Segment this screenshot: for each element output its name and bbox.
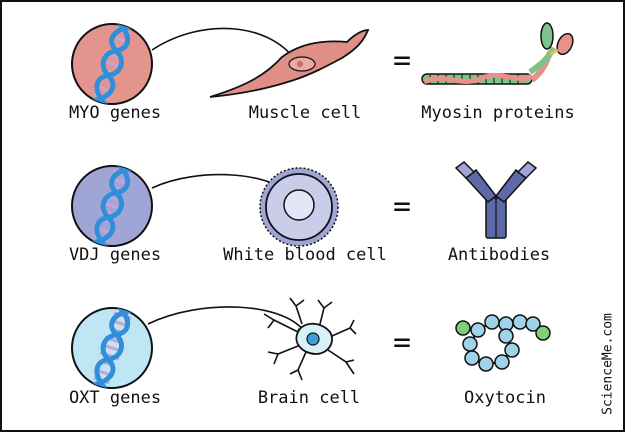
dna-helix-icon [86,308,138,388]
site-credit: ScienceMe.com [600,313,616,415]
gene-label-oxt: OXT genes [68,388,162,408]
white-blood-cell-icon [259,167,339,247]
product-label-myosin: Myosin proteins [421,103,575,123]
myosin-protein-icon [421,22,574,85]
equals-sign-myo: = [393,43,411,78]
gene-circle-vdj [71,165,153,247]
product-label-antibodies: Antibodies [447,245,551,265]
gene-to-cell-arrow-myo [151,27,299,65]
antibody-icon [454,161,538,239]
neuron-icon [263,297,357,381]
gene-circle-oxt [71,307,153,389]
product-label-oxytocin: Oxytocin [464,388,546,408]
dna-helix-icon [86,24,138,104]
muscle-cell-icon [209,29,370,98]
cell-label-brain: Brain cell [257,388,361,408]
oxytocin-molecule-icon [455,314,551,372]
gene-circle-myo [71,23,153,105]
cell-label-wbc: White blood cell [223,245,387,265]
equals-sign-vdj: = [393,189,411,224]
gene-to-cell-arrow-oxt [147,306,307,335]
gene-label-myo: MYO genes [68,103,162,123]
equals-sign-oxt: = [393,325,411,360]
gene-label-vdj: VDJ genes [68,245,162,265]
dna-helix-icon [86,166,138,246]
cell-label-muscle: Muscle cell [248,103,362,123]
